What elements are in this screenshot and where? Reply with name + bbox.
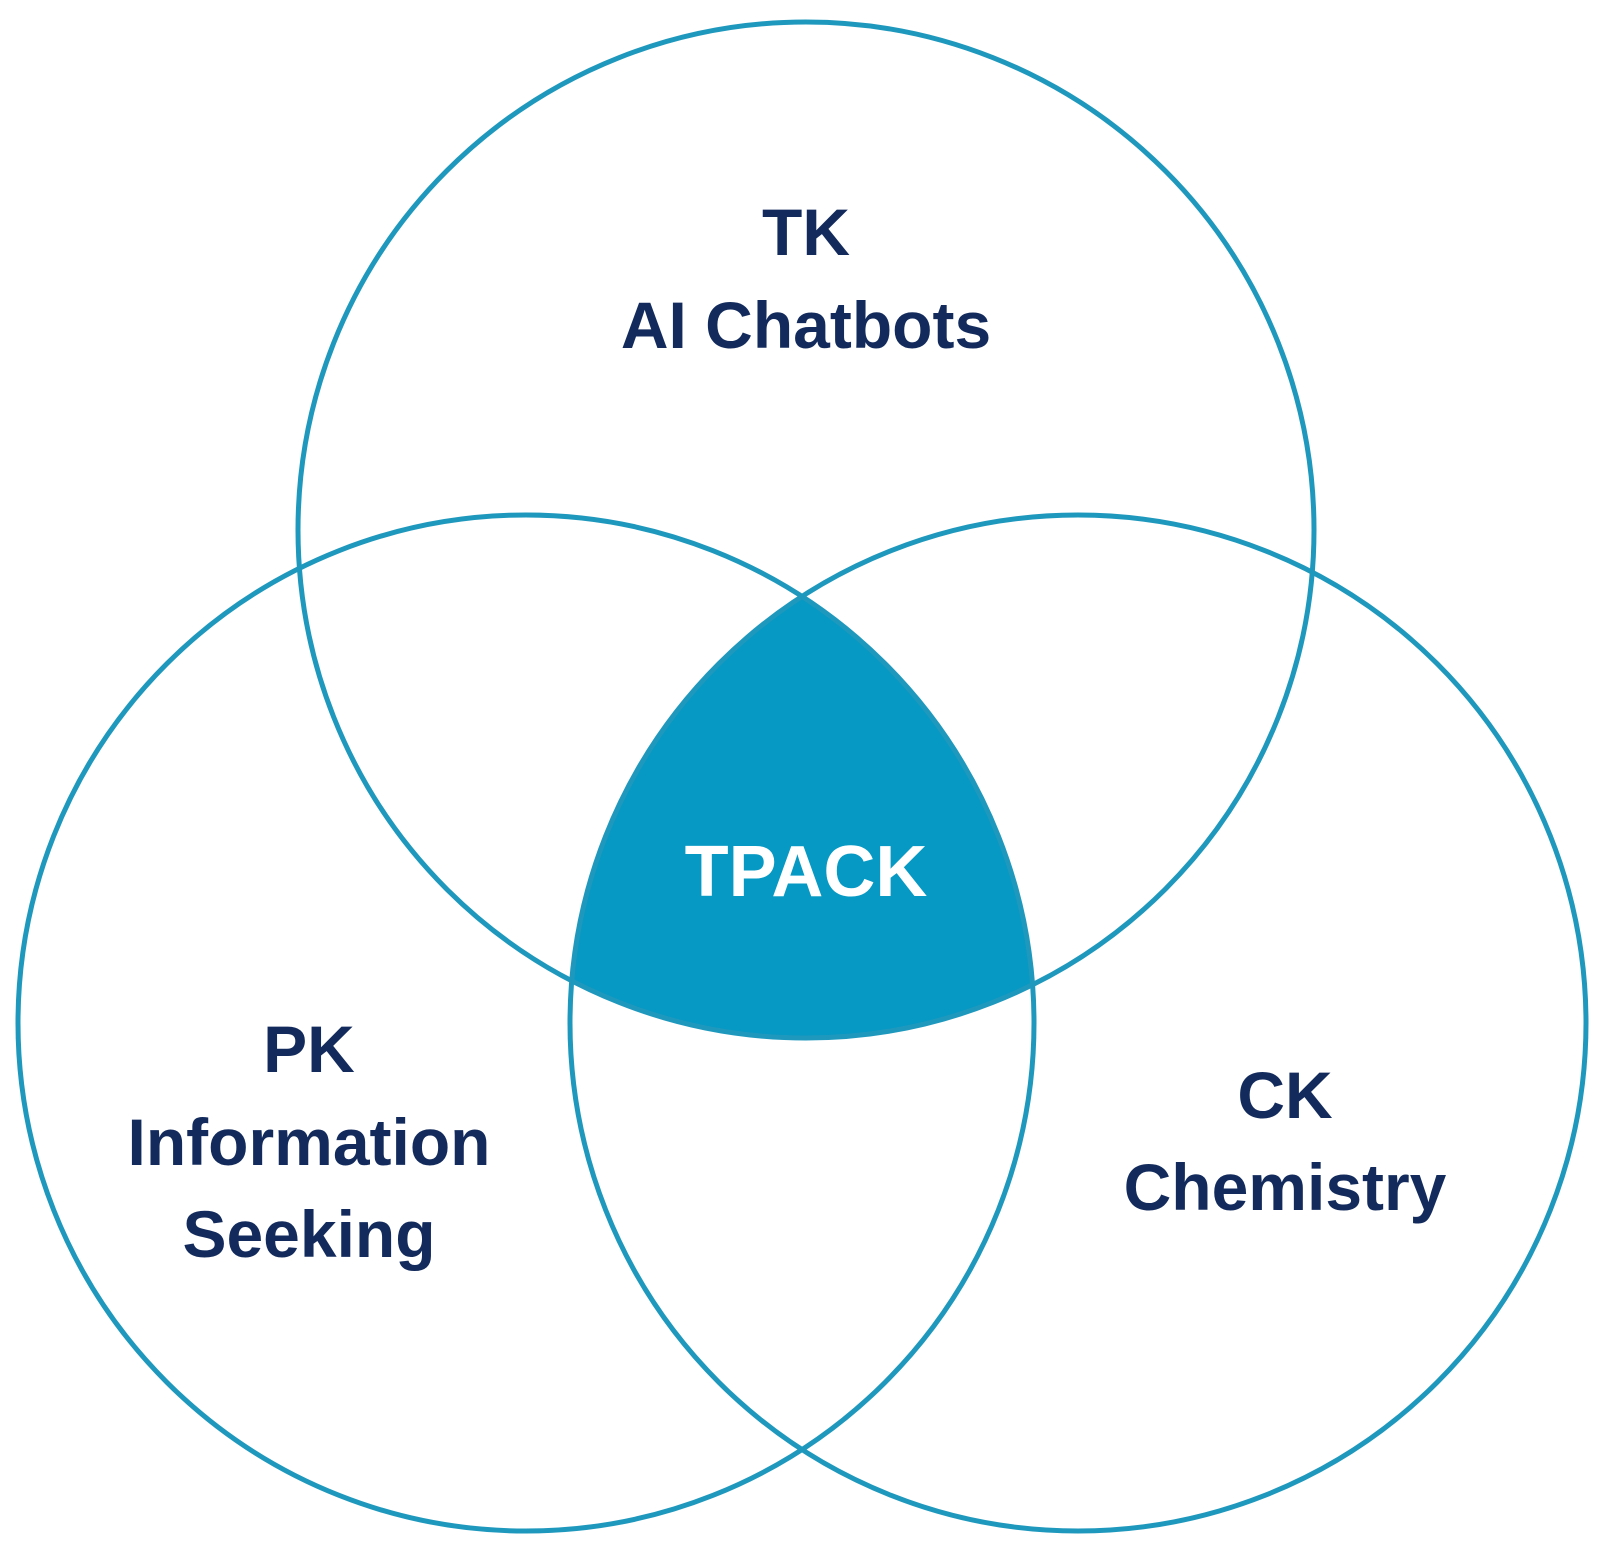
pk-subject-label-line2: Seeking — [182, 1197, 435, 1271]
pk-subject-label-line1: Information — [128, 1105, 491, 1179]
tpack-intersection-group — [570, 515, 1034, 1038]
tk-subject-label: AI Chatbots — [621, 288, 991, 362]
ck-circle — [567, 512, 1589, 1534]
pk-label: PK — [263, 1012, 355, 1086]
tpack-label: TPACK — [685, 832, 928, 912]
tpack-intersection — [570, 515, 1034, 1038]
tk-circle — [295, 19, 1317, 1041]
pk-circle — [15, 512, 1037, 1534]
tk-label: TK — [762, 195, 850, 269]
ck-subject-label: Chemistry — [1124, 1150, 1447, 1224]
ck-label: CK — [1237, 1058, 1333, 1132]
